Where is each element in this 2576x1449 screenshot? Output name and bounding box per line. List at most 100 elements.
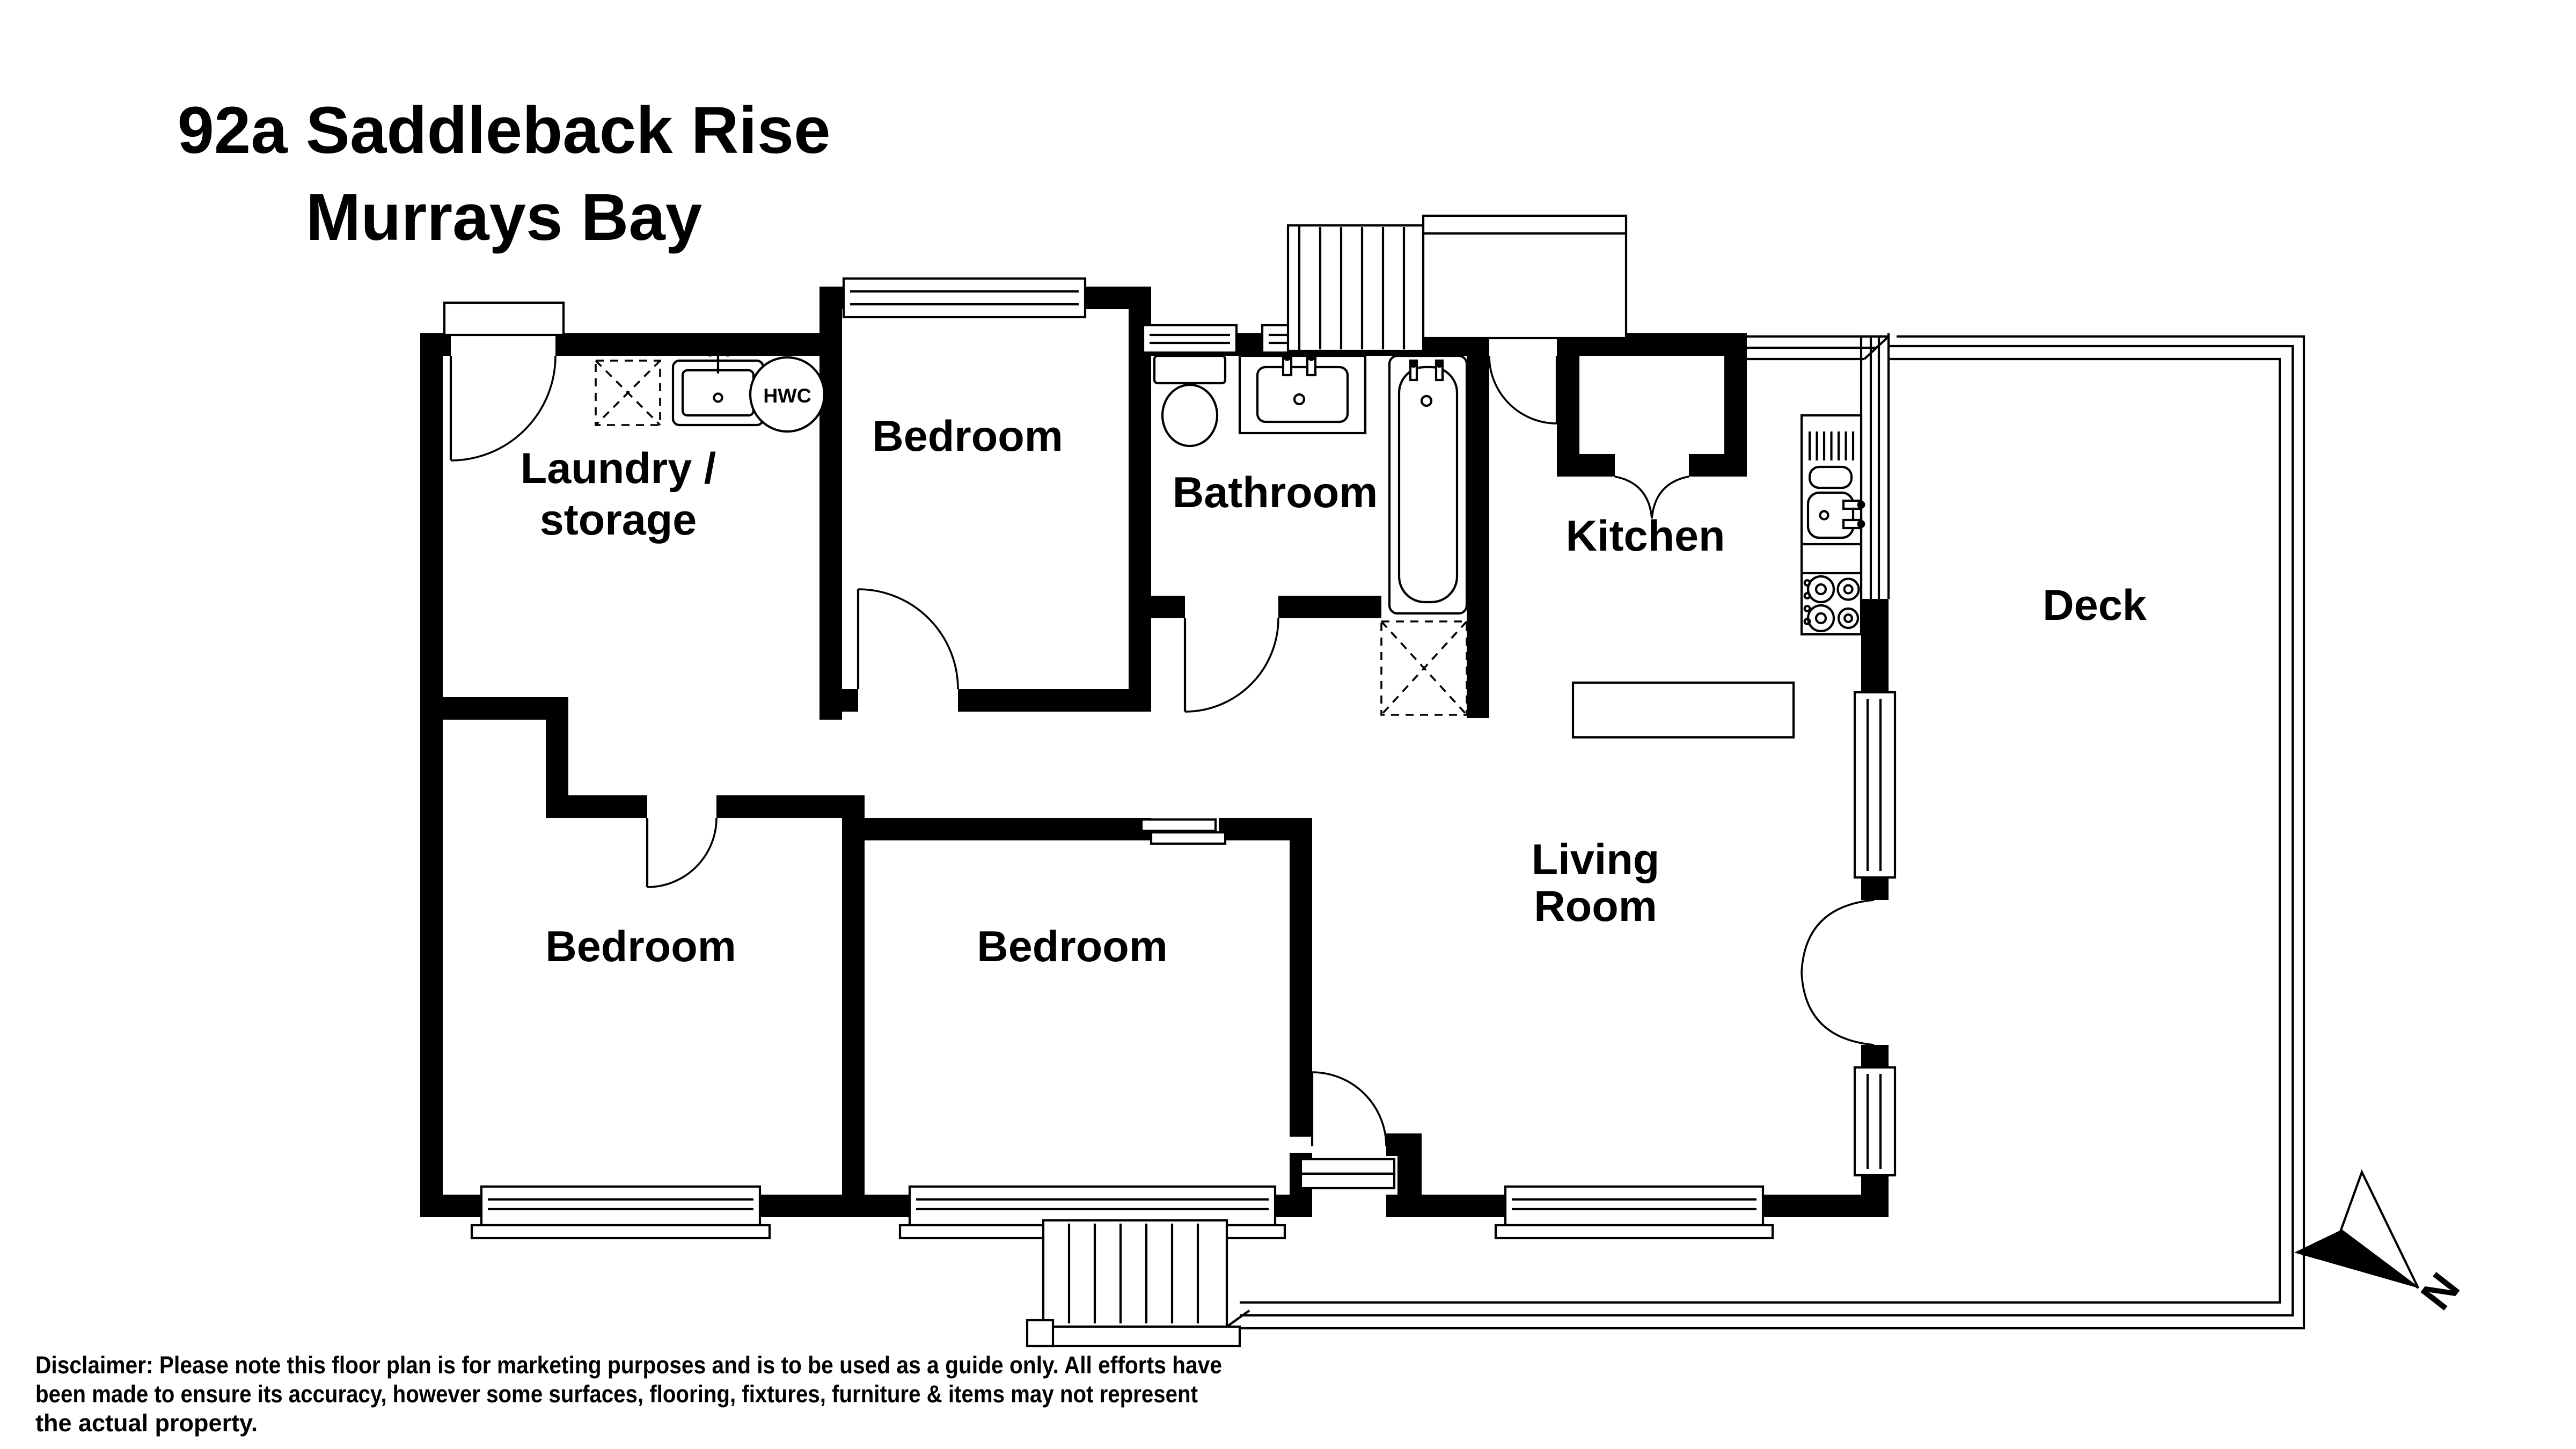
room-label-bedroom-bl: Bedroom [545,923,736,971]
front-entry-door [1488,330,1558,425]
door-gap [1185,592,1278,621]
laundry-tub [671,348,765,427]
disclaimer-line1: Disclaimer: Please note this floor plan … [35,1351,1222,1379]
newel-post [1026,1319,1055,1348]
wall [865,818,1151,840]
wall [842,795,865,1195]
tap-dot [1857,501,1865,509]
shower-box [1380,620,1468,716]
toilet-icon [1153,354,1227,448]
opening-panel [1140,818,1217,832]
alcove-double-doors [1614,475,1689,519]
tap-dot [1435,360,1444,368]
burner [1806,575,1835,604]
knob [1803,592,1811,599]
wall [1579,454,1615,477]
wall [1724,356,1747,477]
wall [1129,596,1185,618]
door-swing-arc [450,355,557,462]
wall [819,689,858,712]
knob [1803,579,1811,587]
burner-center [1814,612,1827,625]
drainer-dish [1808,465,1853,489]
stair-joint [1226,1309,1250,1328]
page-title-line1: 92a Saddleback Rise [177,94,830,167]
room-label-deck: Deck [2043,581,2147,630]
living-room-upper-right-window [1853,691,1897,879]
wall [420,697,568,720]
wall [1557,356,1579,477]
wall [1861,1175,1889,1217]
door-swing-arc [1488,355,1557,425]
wall [555,333,842,356]
drain [1420,394,1433,407]
door-swing-arc [1614,475,1653,519]
room-label-living-1: Living [1532,836,1660,884]
door-swing-arc [1801,899,1875,973]
wall [1219,818,1312,840]
window-frame [1853,1066,1897,1177]
hwc-label: HWC [763,384,811,407]
deck-rail-inner [1240,345,2294,1317]
entry-stairs-top [1286,214,1628,353]
bathroom-door [1183,592,1279,713]
window-frame [1853,691,1897,879]
walls [420,287,1889,1217]
labels: 92a Saddleback Rise Murrays Bay Laundry … [35,94,2147,1437]
door-gap [858,686,958,715]
wall [819,287,842,720]
drain [1293,393,1306,406]
disclaimer-line2: been made to ensure its accuracy, howeve… [35,1380,1198,1408]
wall [958,689,1151,712]
knob [1803,618,1811,625]
burner [1836,577,1860,601]
kitchen-bench [1571,681,1795,739]
doors [443,301,1875,1190]
window-frame [1141,324,1238,354]
wall [1861,877,1889,900]
room-label-laundry-1: Laundry / [521,444,716,493]
bedroom-bottom-left-door [646,792,718,888]
compass-needle-black [2294,1230,2418,1288]
opening-panel [1150,831,1227,845]
drain [713,392,723,403]
porch-landing [443,301,565,336]
tap-dot [1307,354,1315,361]
window-frame [908,1185,1277,1227]
tap [723,348,732,357]
window-sill [1494,1224,1774,1240]
compass: N [2294,1169,2469,1319]
room-label-bedroom-bm: Bedroom [977,923,1168,971]
entry-landing [1422,214,1628,340]
living-room-bottom-window [1494,1185,1774,1240]
wall [546,795,647,818]
burner-center [1843,584,1854,595]
vanity-basin [1238,354,1367,435]
door-swing-arc [1184,618,1279,713]
stair-rail [1032,1325,1241,1348]
window-frame [1504,1185,1765,1227]
knob [1803,605,1811,612]
toilet-bowl [1161,383,1219,448]
deck-railing [1240,335,2306,1330]
tap-dot [1283,354,1291,361]
tap [706,348,714,357]
wall [1861,599,1889,692]
room-label-laundry-2: storage [540,496,697,544]
room-label-bedroom-top: Bedroom [872,412,1063,460]
living-exterior-door [1299,1071,1396,1190]
compass-north-label: N [2411,1264,2469,1319]
deck-rail-inner2 [1240,357,2281,1304]
bedroom-middle-cased-opening [1140,818,1227,845]
door-swing-arc [858,588,959,690]
wall [1861,1045,1889,1067]
wall [1278,596,1381,618]
tap-dot [1857,520,1865,528]
toilet-window [1141,324,1238,354]
stair-outline [1286,224,1425,353]
hwc-circle [749,356,826,433]
door-step [1299,1172,1396,1190]
toilet-cistern [1153,354,1227,385]
